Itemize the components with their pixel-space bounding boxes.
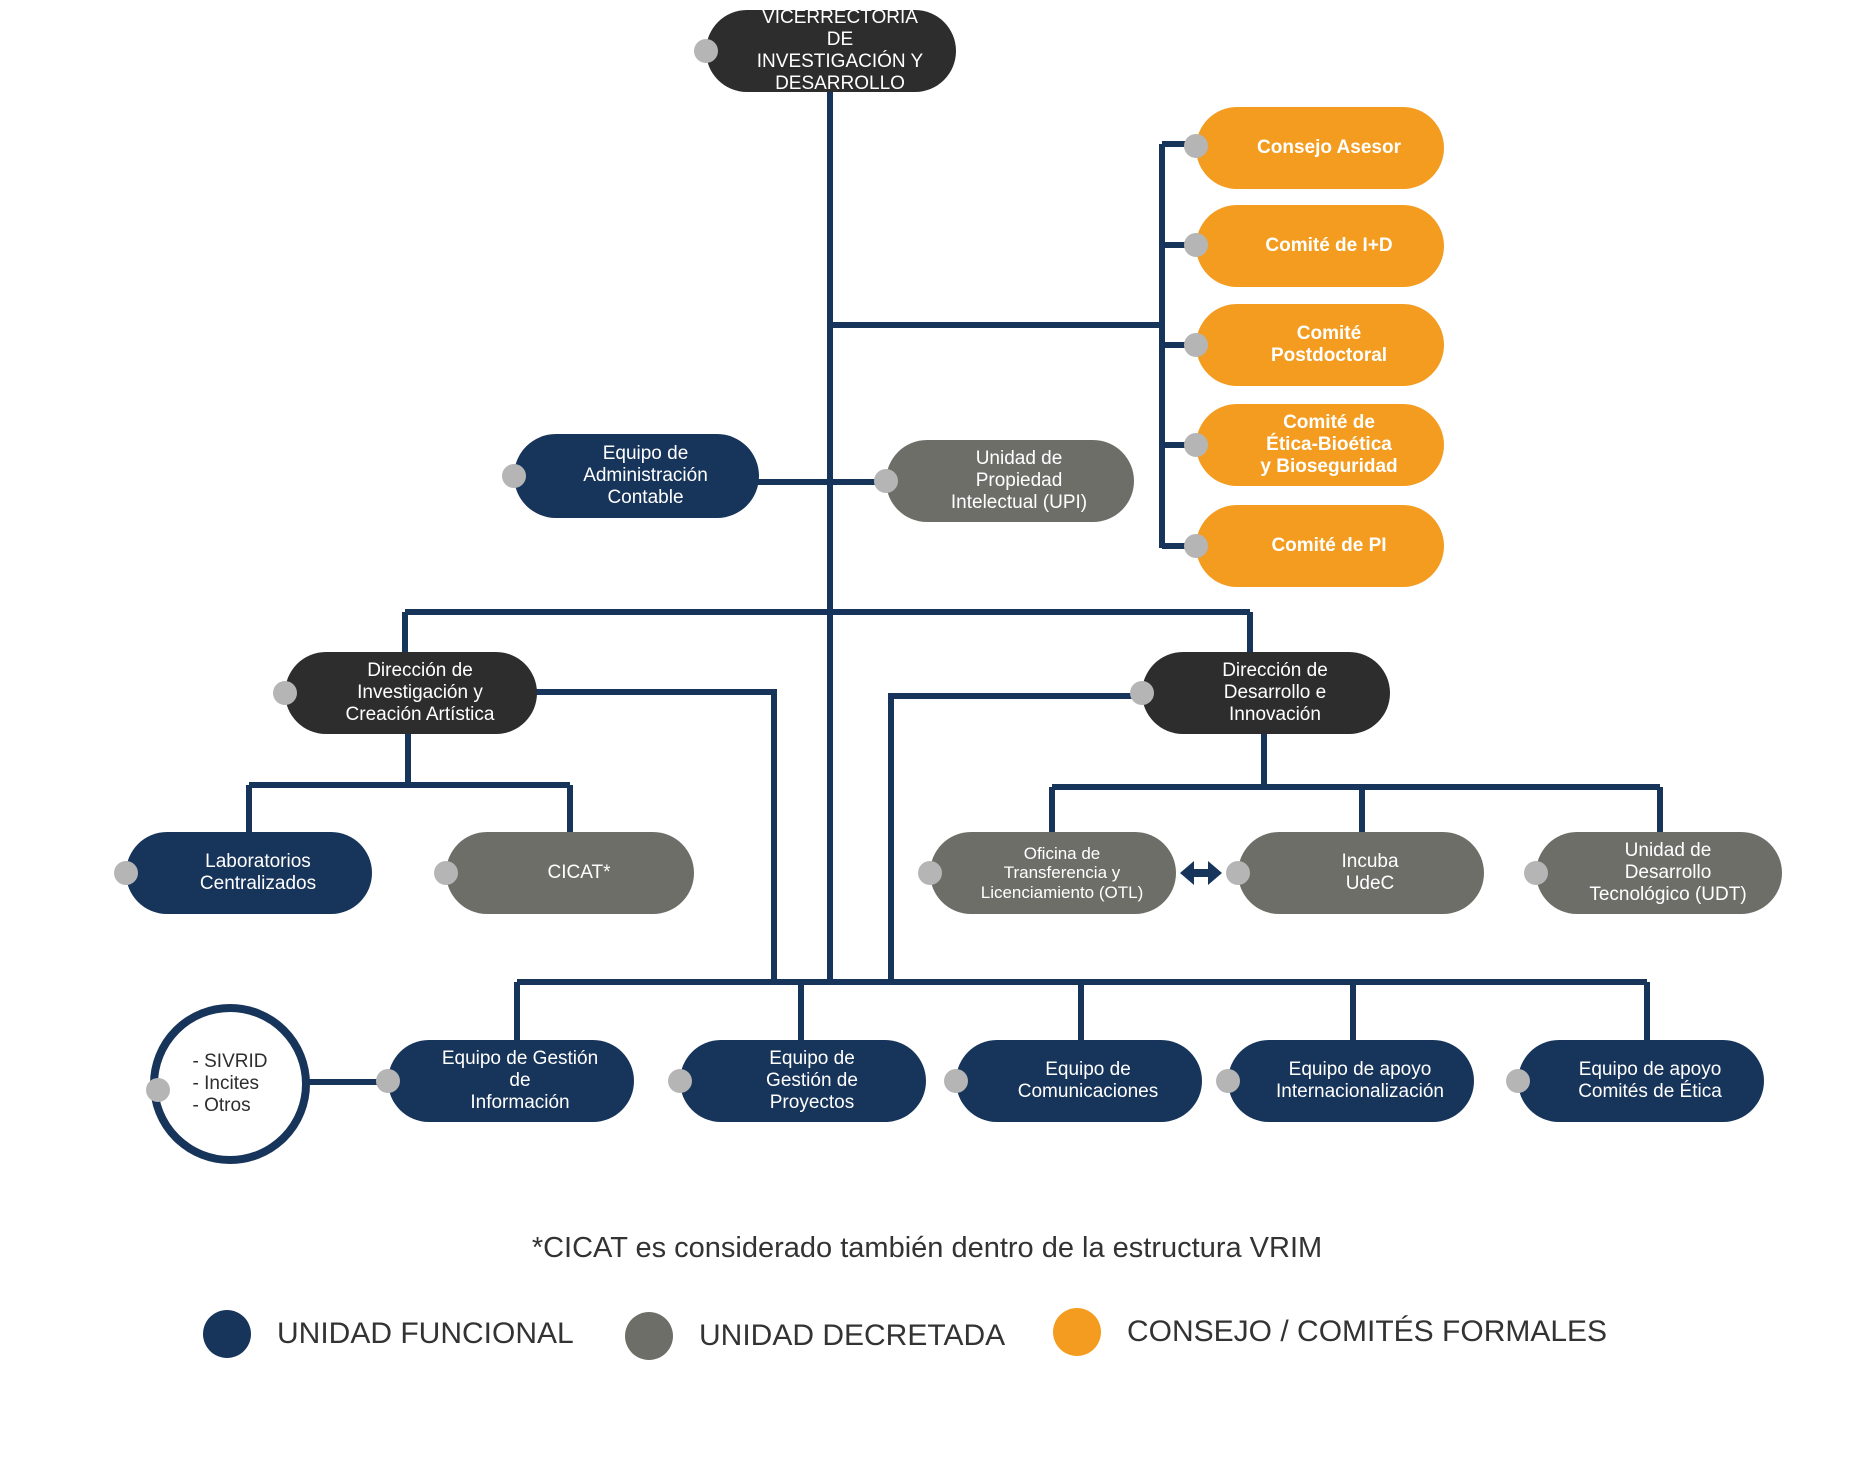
node-label: Incuba UdeC: [1341, 851, 1399, 894]
node-label: Comité de I+D: [1265, 235, 1393, 257]
node-comite-postdoctoral: Comité Postdoctoral: [1184, 304, 1444, 386]
node-label: Unidad de Desarrollo Tecnológico (UDT): [1589, 840, 1747, 905]
line-dir-des-to-teams: [888, 693, 1142, 982]
node-label: Equipo de Administración Contable: [583, 443, 708, 508]
connector-dot-icon: [273, 681, 297, 705]
connector-dot-icon: [694, 39, 718, 63]
connector-dot-icon: [944, 1069, 968, 1093]
legend-label: UNIDAD FUNCIONAL: [277, 1317, 574, 1350]
node-udt: Unidad de Desarrollo Tecnológico (UDT): [1524, 832, 1782, 914]
connector-dot-icon: [434, 861, 458, 885]
legend-item-decretada: UNIDAD DECRETADA: [625, 1312, 1005, 1360]
connector-dot-icon: [1506, 1069, 1530, 1093]
node-consejo-asesor: Consejo Asesor: [1184, 107, 1444, 189]
node-otl: Oficina de Transferencia y Licenciamient…: [918, 832, 1176, 914]
node-equipo-admin: Equipo de Administración Contable: [502, 434, 759, 518]
node-incuba: Incuba UdeC: [1226, 832, 1484, 914]
legend-dot-icon: [203, 1310, 251, 1358]
connector-dot-icon: [146, 1078, 170, 1102]
node-label: Unidad de Propiedad Intelectual (UPI): [950, 448, 1088, 513]
node-label: - SIVRID - Incites - Otros: [192, 1051, 268, 1116]
connector-dot-icon: [1524, 861, 1548, 885]
node-gestion-proyectos: Equipo de Gestión de Proyectos: [668, 1040, 926, 1122]
connector-dot-icon: [874, 469, 898, 493]
node-label: Oficina de Transferencia y Licenciamient…: [980, 843, 1144, 902]
connector-dot-icon: [1130, 681, 1154, 705]
node-label: Equipo de apoyo Internacionalización: [1276, 1059, 1444, 1102]
footnote: *CICAT es considerado también dentro de …: [531, 1232, 1323, 1264]
node-internacionalizacion: Equipo de apoyo Internacionalización: [1216, 1040, 1474, 1122]
node-upi: Unidad de Propiedad Intelectual (UPI): [874, 440, 1134, 522]
legend-dot-icon: [1053, 1308, 1101, 1356]
node-comites-etica-apoyo: Equipo de apoyo Comités de Ética: [1506, 1040, 1764, 1122]
node-label: Comité Postdoctoral: [1270, 323, 1388, 366]
line-dir-inv-to-teams: [535, 689, 777, 982]
node-label: Comité de PI: [1271, 535, 1387, 557]
connector-dot-icon: [502, 464, 526, 488]
node-label: VICERRECTORÍA DE INVESTIGACIÓN Y DESARRO…: [756, 7, 924, 94]
connector-dot-icon: [1184, 134, 1208, 158]
legend-dot-icon: [625, 1312, 673, 1360]
connector-dot-icon: [1184, 534, 1208, 558]
connector-dot-icon: [1226, 861, 1250, 885]
node-label: Dirección de Desarrollo e Innovación: [1222, 660, 1328, 725]
node-label: Equipo de Gestión de Proyectos: [766, 1048, 858, 1113]
node-label: Equipo de apoyo Comités de Ética: [1578, 1059, 1722, 1102]
node-comite-pi: Comité de PI: [1184, 505, 1444, 587]
connector-dot-icon: [1184, 233, 1208, 257]
legend-item-funcional: UNIDAD FUNCIONAL: [203, 1310, 574, 1358]
node-laboratorios: Laboratorios Centralizados: [114, 832, 372, 914]
node-comite-etica: Comité de Ética-Bioética y Bioseguridad: [1184, 404, 1444, 486]
node-label: Equipo de Gestión de Información: [441, 1048, 599, 1113]
connector-dot-icon: [668, 1069, 692, 1093]
node-label: CICAT*: [547, 862, 611, 884]
double-arrow-icon: [1180, 861, 1222, 885]
node-gestion-info: Equipo de Gestión de Información: [376, 1040, 634, 1122]
node-comite-id: Comité de I+D: [1184, 205, 1444, 287]
node-sistemas: - SIVRID - Incites - Otros: [146, 1004, 310, 1164]
connector-dot-icon: [918, 861, 942, 885]
node-label: Equipo de Comunicaciones: [1017, 1059, 1159, 1102]
node-cicat: CICAT*: [434, 832, 694, 914]
node-label: Consejo Asesor: [1257, 137, 1401, 159]
connector-dot-icon: [376, 1069, 400, 1093]
node-direccion-desarrollo: Dirección de Desarrollo e Innovación: [1130, 652, 1390, 734]
connector-dot-icon: [1184, 433, 1208, 457]
legend-label: CONSEJO / COMITÉS FORMALES: [1127, 1315, 1608, 1348]
node-label: Dirección de Investigación y Creación Ar…: [345, 660, 495, 725]
node-label: Comité de Ética-Bioética y Bioseguridad: [1260, 412, 1398, 477]
node-comunicaciones: Equipo de Comunicaciones: [944, 1040, 1202, 1122]
connector-dot-icon: [1216, 1069, 1240, 1093]
node-direccion-investigacion: Dirección de Investigación y Creación Ar…: [273, 652, 537, 734]
legend-item-consejo: CONSEJO / COMITÉS FORMALES: [1053, 1308, 1607, 1356]
node-vicerrectoria: VICERRECTORÍA DE INVESTIGACIÓN Y DESARRO…: [694, 7, 956, 94]
legend-label: UNIDAD DECRETADA: [699, 1319, 1006, 1352]
connector-dot-icon: [1184, 333, 1208, 357]
connector-dot-icon: [114, 861, 138, 885]
node-label: Laboratorios Centralizados: [199, 851, 317, 894]
